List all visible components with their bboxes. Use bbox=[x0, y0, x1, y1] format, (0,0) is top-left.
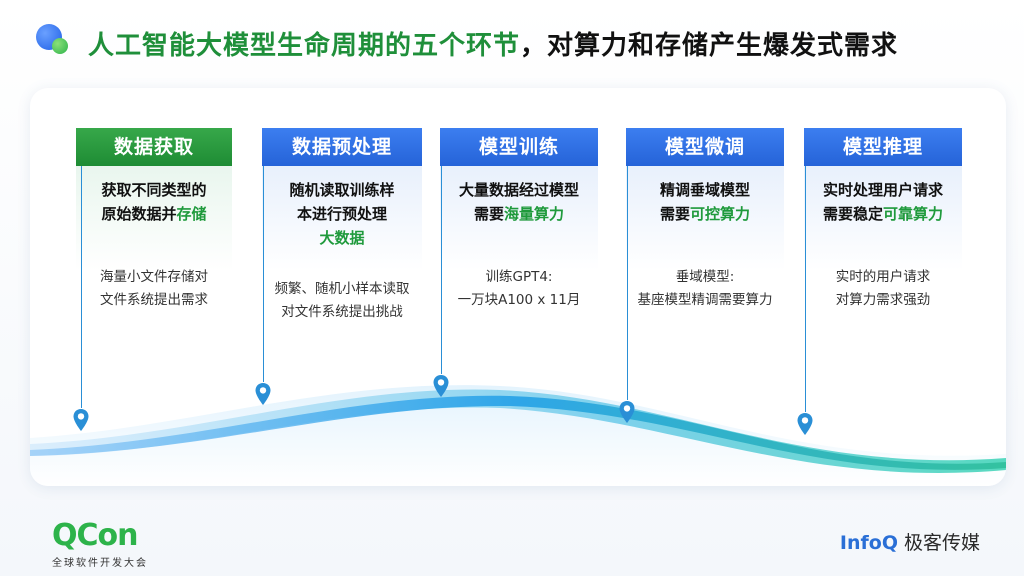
stage-model-finetuning: 模型微调精调垂域模型需要可控算力垂域模型:基座模型精调需要算力 bbox=[626, 128, 784, 356]
stage-connector-line bbox=[805, 166, 806, 412]
stage-head-line: 需要稳定可靠算力 bbox=[804, 202, 962, 226]
page-title: 人工智能大模型生命周期的五个环节，对算力和存储产生爆发式需求 bbox=[88, 26, 1008, 66]
stage-head-text: 精调垂域模型 bbox=[659, 181, 750, 199]
stage-data-acquisition: 数据获取获取不同类型的原始数据并存储海量小文件存储对文件系统提出需求 bbox=[76, 128, 232, 356]
location-pin-icon bbox=[433, 375, 449, 397]
stage-data-preprocessing: 数据预处理随机读取训练样本进行预处理大数据频繁、随机小样本读取对文件系统提出挑战 bbox=[262, 128, 422, 356]
stage-connector-line bbox=[627, 166, 628, 400]
location-pin-icon bbox=[255, 383, 271, 405]
stage-head-text: 需要 bbox=[473, 205, 504, 223]
stage-head-line: 实时处理用户请求 bbox=[804, 178, 962, 202]
stage-head-highlight: 可控算力 bbox=[690, 205, 751, 223]
stage-head-line: 大数据 bbox=[262, 226, 422, 250]
stage-head-text: 需要稳定 bbox=[822, 205, 883, 223]
stage-detail-line: 实时的用户请求 bbox=[835, 269, 931, 285]
stage-header: 数据获取 bbox=[76, 128, 232, 166]
stage-body: 实时处理用户请求需要稳定可靠算力实时的用户请求对算力需求强劲 bbox=[804, 166, 962, 356]
stage-detail: 训练GPT4: 一万块A100 x 11月 bbox=[440, 266, 598, 312]
stage-head-line: 获取不同类型的 bbox=[76, 178, 232, 202]
location-pin-icon bbox=[797, 413, 813, 435]
qcon-logo: QCon 全球软件开发大会 bbox=[52, 518, 148, 570]
stage-body: 随机读取训练样本进行预处理大数据频繁、随机小样本读取对文件系统提出挑战 bbox=[262, 166, 422, 356]
stage-connector-line bbox=[441, 166, 442, 374]
stage-head-text: 本进行预处理 bbox=[296, 205, 387, 223]
infoq-wordmark: InfoQ bbox=[839, 532, 898, 554]
stage-head-line: 随机读取训练样 bbox=[262, 178, 422, 202]
stage-detail-line: 垂域模型: bbox=[675, 269, 735, 285]
stage-model-training: 模型训练大量数据经过模型需要海量算力训练GPT4: 一万块A100 x 11月 bbox=[440, 128, 598, 356]
qcon-wordmark: QCon bbox=[52, 518, 139, 553]
stage-detail-line: 海量小文件存储对 bbox=[100, 269, 208, 285]
stage-model-inference: 模型推理实时处理用户请求需要稳定可靠算力实时的用户请求对算力需求强劲 bbox=[804, 128, 962, 356]
page-title-accent: 人工智能大模型生命周期的五个环节 bbox=[88, 31, 521, 61]
stage-head-line: 原始数据并存储 bbox=[76, 202, 232, 226]
stage-head-text: 需要 bbox=[659, 205, 690, 223]
stage-head-text: 原始数据并 bbox=[101, 205, 177, 223]
stage-connector-line bbox=[263, 166, 264, 382]
stage-body: 获取不同类型的原始数据并存储海量小文件存储对文件系统提出需求 bbox=[76, 166, 232, 356]
stage-head-line: 需要可控算力 bbox=[626, 202, 784, 226]
stage-header: 模型训练 bbox=[440, 128, 598, 166]
stage-head-text: 实时处理用户请求 bbox=[822, 181, 943, 199]
stage-connector-line bbox=[81, 166, 82, 408]
stage-head-line: 本进行预处理 bbox=[262, 202, 422, 226]
stage-head-line: 大量数据经过模型 bbox=[440, 178, 598, 202]
stage-head-highlight: 存储 bbox=[176, 205, 207, 223]
stage-head-highlight: 可靠算力 bbox=[883, 205, 944, 223]
stage-head-line: 需要海量算力 bbox=[440, 202, 598, 226]
stage-header: 数据预处理 bbox=[262, 128, 422, 166]
stage-detail: 海量小文件存储对文件系统提出需求 bbox=[76, 266, 232, 312]
wave-decoration bbox=[30, 385, 1006, 486]
stage-head-text: 大量数据经过模型 bbox=[458, 181, 579, 199]
stage-detail: 实时的用户请求对算力需求强劲 bbox=[804, 266, 962, 312]
stage-head-highlight: 大数据 bbox=[319, 229, 365, 247]
location-pin-icon bbox=[619, 401, 635, 423]
stage-head-text: 随机读取训练样 bbox=[289, 181, 395, 199]
qcon-subtitle: 全球软件开发大会 bbox=[52, 558, 148, 569]
stage-body: 大量数据经过模型需要海量算力训练GPT4: 一万块A100 x 11月 bbox=[440, 166, 598, 356]
infoq-media-name: 极客传媒 bbox=[903, 532, 980, 554]
stage-body: 精调垂域模型需要可控算力垂域模型:基座模型精调需要算力 bbox=[626, 166, 784, 356]
stage-head-line: 精调垂域模型 bbox=[626, 178, 784, 202]
stage-head-text: 获取不同类型的 bbox=[101, 181, 207, 199]
location-pin-icon bbox=[73, 409, 89, 431]
title-dots-icon bbox=[36, 24, 76, 58]
stage-header: 模型推理 bbox=[804, 128, 962, 166]
page-title-rest: ，对算力和存储产生爆发式需求 bbox=[520, 31, 899, 61]
stage-head-highlight: 海量算力 bbox=[504, 205, 565, 223]
stage-detail: 频繁、随机小样本读取对文件系统提出挑战 bbox=[262, 278, 422, 324]
stage-detail-line: 频繁、随机小样本读取 bbox=[274, 281, 410, 297]
stage-detail: 垂域模型: 基座模型精调需要算力 bbox=[626, 266, 784, 312]
stage-detail-line: 文件系统提出需求 bbox=[100, 292, 208, 308]
stage-header: 模型微调 bbox=[626, 128, 784, 166]
stage-detail-line: 基座模型精调需要算力 bbox=[637, 292, 773, 308]
stage-detail-line: 对文件系统提出挑战 bbox=[281, 304, 403, 320]
stage-detail-line: 一万块A100 x 11月 bbox=[457, 292, 581, 308]
stage-detail-line: 训练GPT4: bbox=[485, 269, 553, 285]
stage-detail-line: 对算力需求强劲 bbox=[835, 292, 931, 308]
